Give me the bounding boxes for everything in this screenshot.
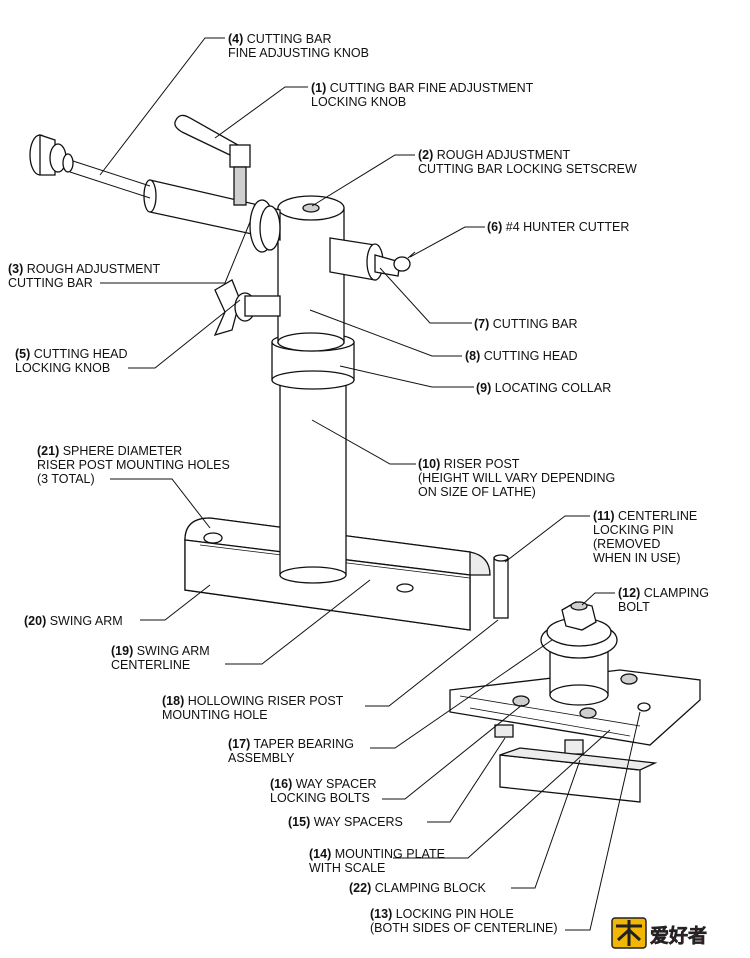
label-sphere-diameter-holes: (21) SPHERE DIAMETER RISER POST MOUNTING… (37, 444, 230, 486)
label-cutting-head: (8) CUTTING HEAD (465, 349, 578, 363)
watermark-logo: 爱好者 (611, 917, 707, 949)
label-locating-collar: (9) LOCATING COLLAR (476, 381, 612, 395)
fine-adjusting-knob-drawing (29, 134, 151, 199)
riser-post-drawing (279, 374, 347, 584)
label-hollowing-riser-post-hole: (18) HOLLOWING RISER POST MOUNTING HOLE (162, 694, 344, 722)
label-taper-bearing-assembly: (17) TAPER BEARING ASSEMBLY (228, 737, 354, 765)
leader-lines (99, 37, 641, 931)
taper-bearing-drawing (540, 601, 618, 706)
label-rough-adjustment-cutting-bar: (3) ROUGH ADJUSTMENT CUTTING BAR (8, 262, 161, 290)
label-centerline-locking-pin: (11) CENTERLINE LOCKING PIN (REMOVED WHE… (593, 509, 698, 565)
label-rough-adjustment-setscrew: (2) ROUGH ADJUSTMENT CUTTING BAR LOCKING… (418, 148, 637, 176)
cutting-bar-drawing (329, 237, 416, 281)
label-mounting-plate: (14) MOUNTING PLATE WITH SCALE (309, 847, 445, 875)
label-cutting-bar-fine-adjusting-knob: (4) CUTTING BAR FINE ADJUSTING KNOB (228, 32, 369, 60)
label-swing-arm-centerline: (19) SWING ARM CENTERLINE (111, 644, 210, 672)
rough-cutting-bar-drawing (143, 179, 281, 253)
way-spacer-bolts-drawing (512, 673, 638, 719)
label-cutting-head-locking-knob: (5) CUTTING HEAD LOCKING KNOB (15, 347, 128, 375)
label-way-spacer-locking-bolts: (16) WAY SPACER LOCKING BOLTS (270, 777, 377, 805)
label-hunter-cutter: (6) #4 HUNTER CUTTER (487, 220, 630, 234)
label-clamping-block: (22) CLAMPING BLOCK (349, 881, 486, 895)
svg-text:爱好者: 爱好者 (650, 924, 707, 947)
label-way-spacers: (15) WAY SPACERS (288, 815, 403, 829)
label-swing-arm: (20) SWING ARM (24, 614, 123, 628)
label-riser-post: (10) RISER POST (HEIGHT WILL VARY DEPEND… (418, 457, 616, 499)
locking-pin-drawing (493, 554, 509, 619)
cutting-head-knob-drawing (213, 279, 281, 337)
label-locking-pin-hole: (13) LOCKING PIN HOLE (BOTH SIDES OF CEN… (370, 907, 558, 935)
label-fine-adjustment-locking-knob: (1) CUTTING BAR FINE ADJUSTMENT LOCKING … (311, 81, 534, 109)
mounting-plate-drawing (449, 669, 701, 746)
label-cutting-bar: (7) CUTTING BAR (474, 317, 578, 331)
cutting-head-drawing (277, 195, 345, 352)
locking-knob-drawing (174, 114, 251, 206)
label-clamping-bolt: (12) CLAMPING BOLT (618, 586, 710, 614)
